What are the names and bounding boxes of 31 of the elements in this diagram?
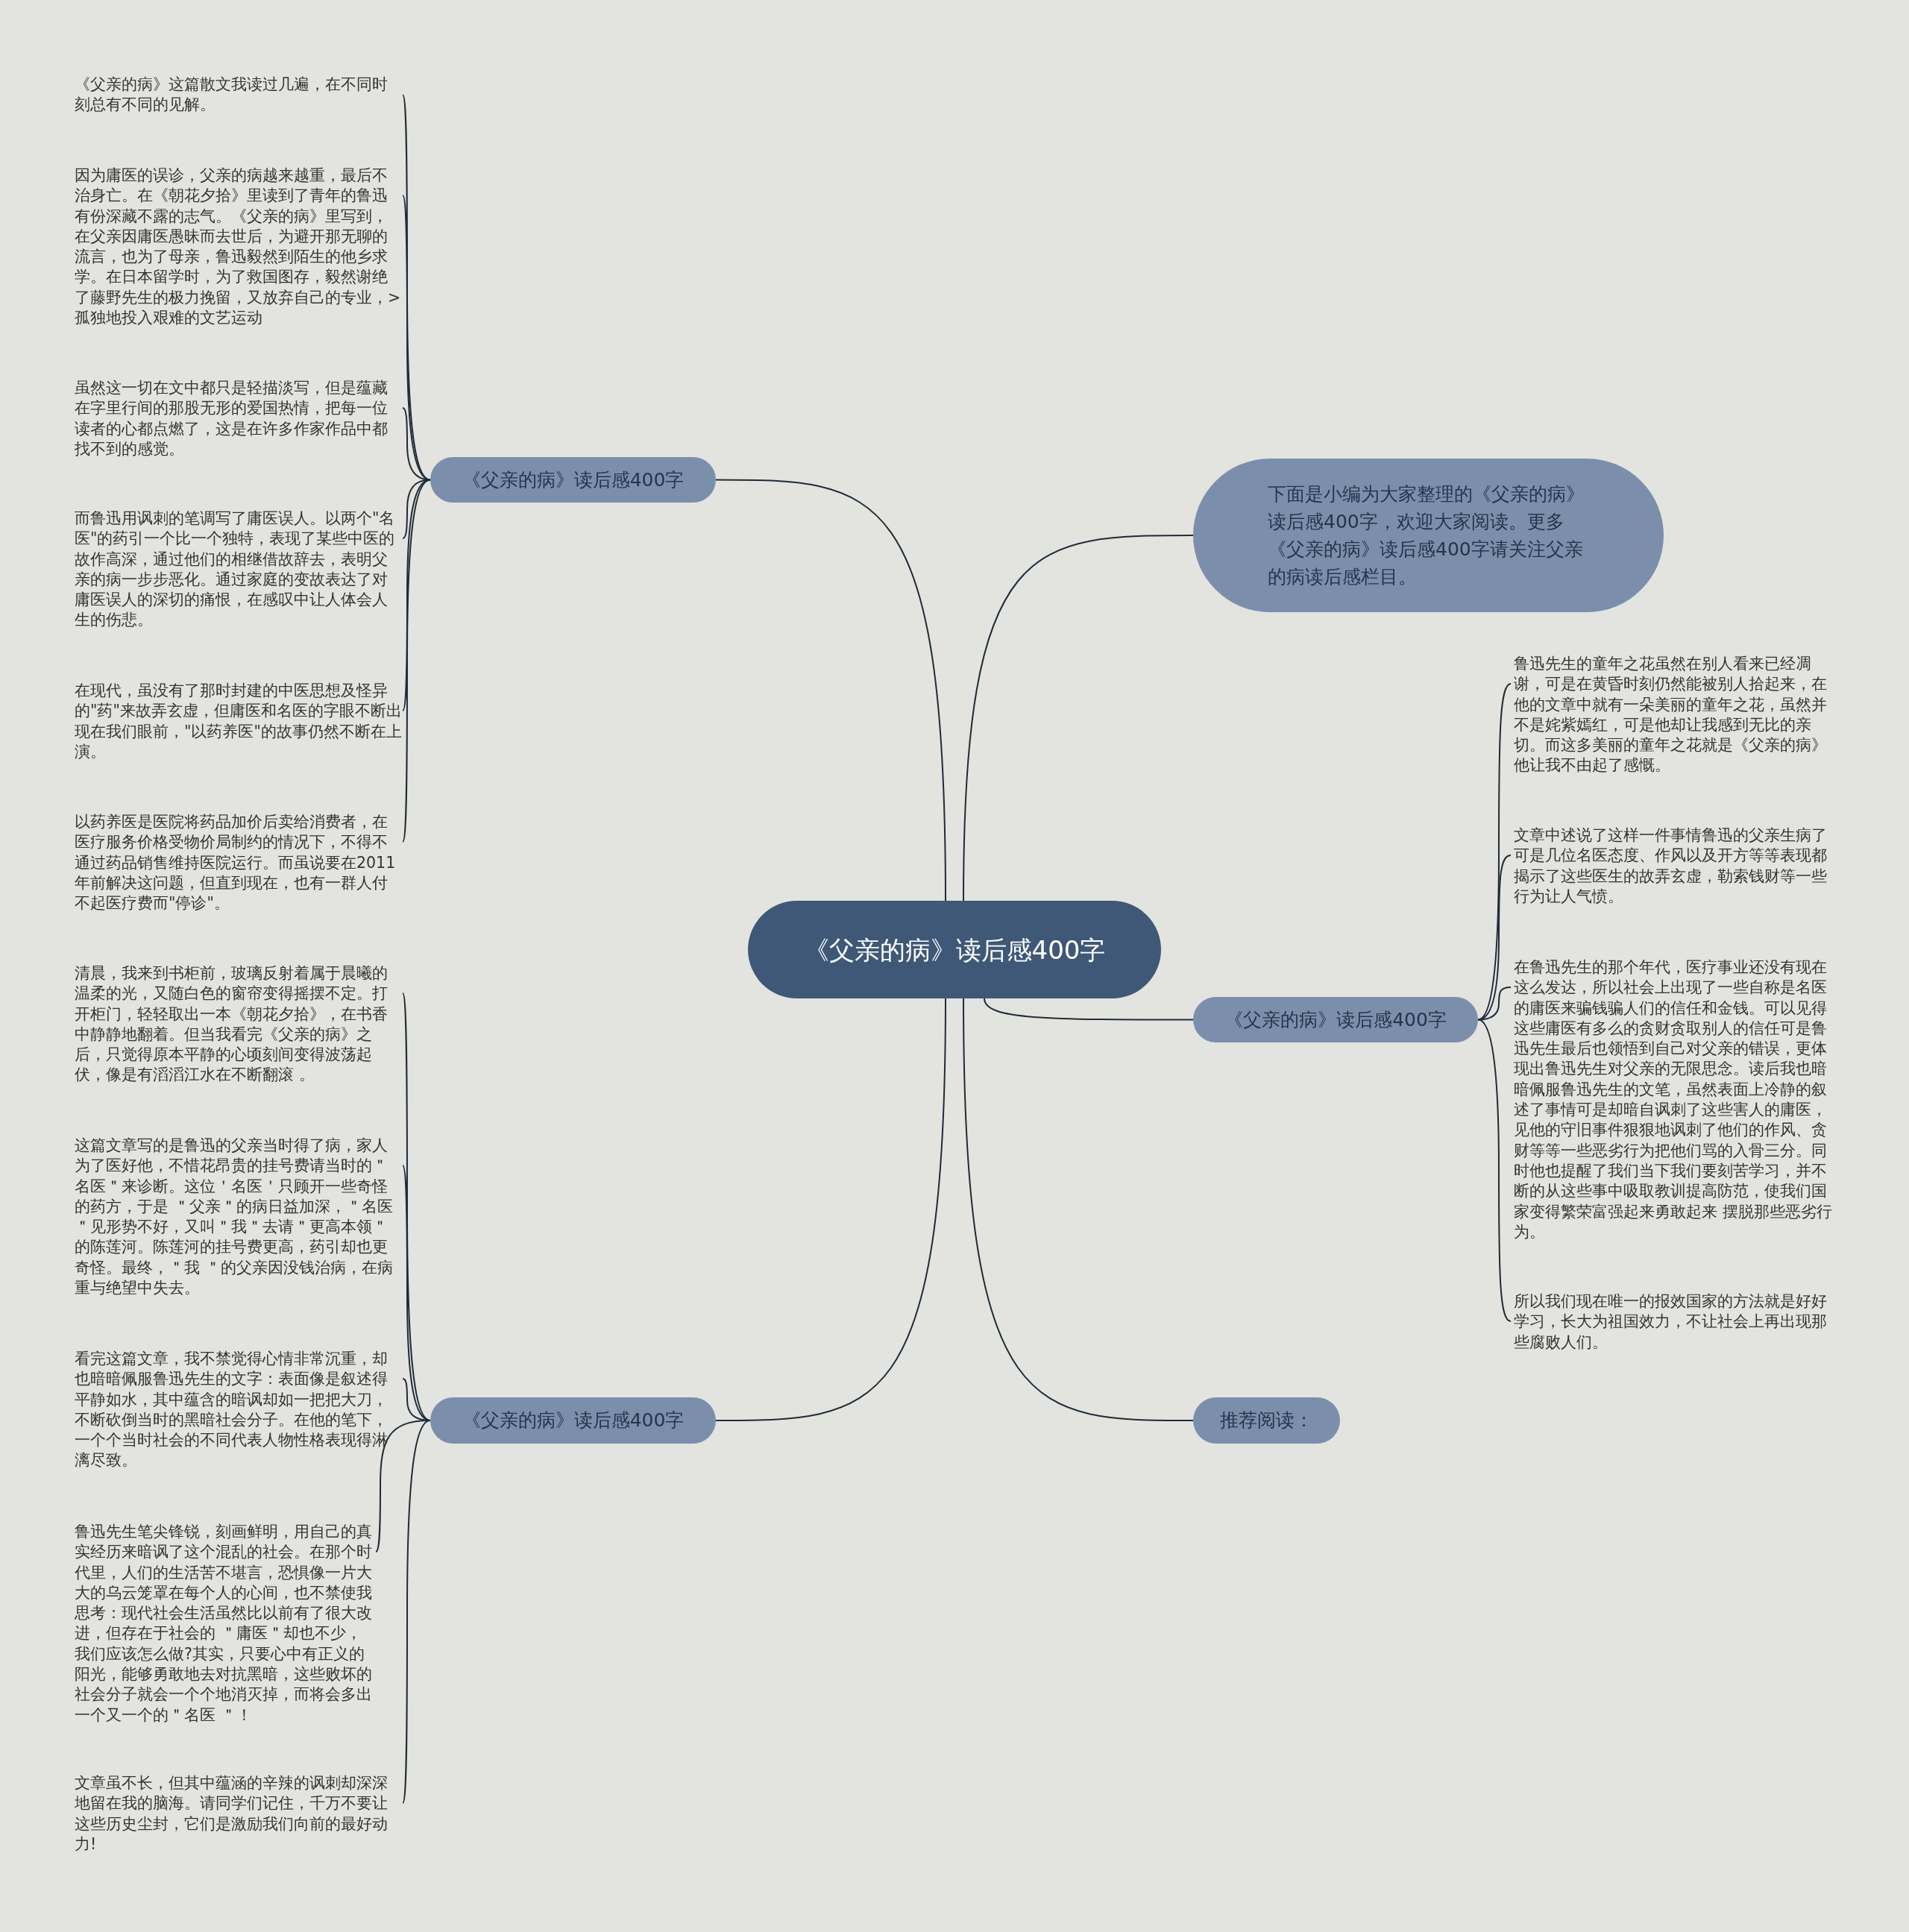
note-text: 清晨，我来到书柜前，玻璃反射着属于晨曦的温柔的光，又随白色的窗帘变得摇摆不定。打开柜门，轻轻取出一本《朝花夕拾》，在书香中静静地翻着。但当我看完《父亲的病》之后，只觉得原本平静的心顷刻间变得波荡起伏，像是有滔滔江水在不断翻滚 。 bbox=[75, 963, 403, 1086]
note-text: 鲁迅先生的童年之花虽然在别人看来已经凋谢，可是在黄昏时刻仍然能被别人拾起来，在他的文章中就有一朵美丽的童年之花，虽然并不是姹紫嫣红，可是他却让我感到无比的亲切。而这多美丽的童年之花就是《父亲的病》他让我不由起了感慨。 bbox=[1514, 654, 1839, 776]
connector-line bbox=[402, 1420, 431, 1804]
note-text: 而鲁迅用讽刺的笔调写了庸医误人。以两个"名医"的药引一个比一个独特，表现了某些中医的故作高深，通过他们的相继借故辞去，表明父亲的病一步步恶化。通过家庭的变故表达了对庸医误人的深切的痛恨，在感叹中让人体会人生的伤悲。 bbox=[75, 509, 403, 631]
note-text: 文章虽不长，但其中蕴涵的辛辣的讽刺却深深地留在我的脑海。请同学们记住，千万不要让这些历史尘封，它们是激励我们向前的最好动力! bbox=[75, 1773, 403, 1855]
note-text: 在鲁迅先生的那个年代，医疗事业还没有现在这么发达，所以社会上出现了一些自称是名医的庸医来骗钱骗人们的信任和金钱。可以见得这些庸医有多么的贪财贪取别人的信任可是鲁迅先生最后也领悟到自己对父亲的错误，更体现出鲁迅先生对父亲的无限思念。读后我也暗暗佩服鲁迅先生的文笔，虽然表面上冷静的叙述了事情可是却暗自讽刺了这些害人的庸医，见他的守旧事件狠狠地讽刺了他们的作风、贪财等等一些恶劣行为把他们骂的入骨三分。同时他也提醒了我们当下我们要刻苦学习，并不断的从这些事中吸取教训提高防范，使我们国家变得繁荣富强起来勇敢起来 摆脱那些恶劣行为。 bbox=[1514, 957, 1839, 1243]
note-text: 所以我们现在唯一的报效国家的方法就是好好学习，长大为祖国效力，不让社会上再出现那些腐败人们。 bbox=[1514, 1291, 1839, 1353]
connector-line bbox=[984, 998, 1194, 1021]
note-text: 虽然这一切在文中都只是轻描淡写，但是蕴藏在字里行间的那股无形的爱国热情，把每一位读者的心都点燃了，这是在许多作家作品中都找不到的感觉。 bbox=[75, 378, 403, 460]
note-text: 文章中述说了这样一件事情鲁迅的父亲生病了可是几位名医态度、作风以及开方等等表现都揭示了这些医生的故弄玄虚，勒索钱财等一些行为让人气愤。 bbox=[1514, 825, 1839, 907]
topic-pill: 《父亲的病》读后感400字 bbox=[430, 457, 716, 503]
topic-pill: 《父亲的病》读后感400字 bbox=[430, 1397, 716, 1444]
topic-pill: 推荐阅读： bbox=[1193, 1397, 1340, 1444]
note-text: 看完这篇文章，我不禁觉得心情非常沉重，却也暗暗佩服鲁迅先生的文字：表面像是叙述得平静如水，其中蕴含的暗讽却如一把把大刀，不断砍倒当时的黑暗社会分子。在他的笔下，一个个当时社会的不同代表人物性格表现得淋漓尽致。 bbox=[75, 1349, 403, 1471]
note-text: 以药养医是医院将药品加价后卖给消费者，在医疗服务价格受物价局制约的情况下，不得不通过药品销售维持医院运行。而虽说要在2011年前解决这问题，但直到现在，也有一群人付不起医疗费而"停诊"。 bbox=[75, 812, 403, 914]
connector-line bbox=[1477, 987, 1512, 1021]
connector-line bbox=[715, 479, 946, 902]
note-text: 因为庸医的误诊，父亲的病越来越重，最后不治身亡。在《朝花夕拾》里读到了青年的鲁迅有份深藏不露的志气。《父亲的病》里写到，在父亲因庸医愚昧而去世后，为避开那无聊的流言，也为了母亲，鲁迅毅然到陌生的他乡求学。在日本留学时，为了救国图存，毅然谢绝了藤野先生的极力挽留，又放弃自己的专业，>孤独地投入艰难的文艺运动 bbox=[75, 166, 403, 329]
topic-pill: 《父亲的病》读后感400字 bbox=[1193, 997, 1478, 1042]
intro-bubble: 下面是小编为大家整理的《父亲的病》读后感400字，欢迎大家阅读。更多《父亲的病》读后感400字请关注父亲的病读后感栏目。 bbox=[1193, 459, 1664, 612]
connector-line bbox=[402, 479, 431, 843]
connector-line bbox=[963, 535, 1194, 902]
note-text: 鲁迅先生笔尖锋锐，刻画鲜明，用自己的真实经历来暗讽了这个混乱的社会。在那个时代里，人们的生活苦不堪言，恐惧像一片大大的乌云笼罩在每个人的心间，也不禁使我思考：现代社会生活虽然比以前有了很大改进，但存在于社会的 ＂庸医＂却也不少，我们应该怎么做?其实，只要心中有正义的阳光，能够勇敢地去对抗黑暗，这些败坏的社会分子就会一个个地消灭掉，而将会多出一个又一个的＂名医 ＂！ bbox=[75, 1522, 376, 1725]
connector-line bbox=[1477, 1019, 1512, 1322]
connector-line bbox=[963, 998, 1194, 1421]
connector-line bbox=[402, 992, 431, 1421]
central-topic: 《父亲的病》读后感400字 bbox=[748, 901, 1161, 998]
note-text: 在现代，虽没有了那时封建的中医思想及怪异的"药"来故弄玄虚，但庸医和名医的字眼不断出现在我们眼前，"以药养医"的故事仍然不断在上演。 bbox=[75, 681, 403, 763]
note-text: 《父亲的病》这篇散文我读过几遍，在不同时刻总有不同的见解。 bbox=[75, 75, 403, 116]
connector-line bbox=[715, 998, 946, 1421]
note-text: 这篇文章写的是鲁迅的父亲当时得了病，家人为了医好他，不惜花昂贵的挂号费请当时的＂名医＂来诊断。这位＇名医＇只顾开一些奇怪的药方，于是 ＂父亲＂的病日益加深，＂名医＂见形势不好，又叫＂我＂去请＂更高本领＂的陈莲河。陈莲河的挂号费更高，药引却也更奇怪。最终，＂我 ＂的父亲因没钱治病，在病重与绝望中失去。 bbox=[75, 1136, 403, 1299]
